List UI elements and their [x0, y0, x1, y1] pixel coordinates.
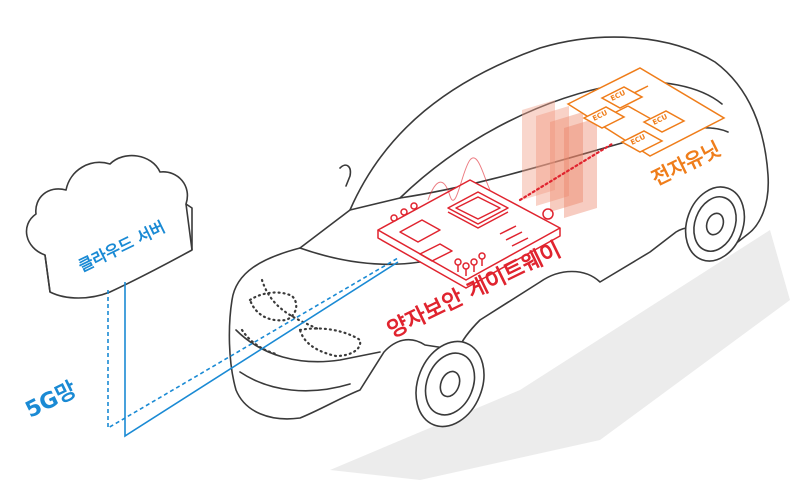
car-roofline	[349, 81, 723, 211]
ecu-board	[566, 67, 726, 157]
gateway-chip	[447, 191, 509, 229]
network-line-solid	[124, 261, 399, 438]
side-mirror	[339, 164, 352, 187]
quantum-gateway	[377, 157, 561, 289]
ecu-chip-4: ECU	[620, 130, 664, 153]
ecu-chip-3: ECU	[642, 110, 686, 133]
cloud-depth	[44, 203, 193, 293]
ecu-unit: ECU ECU ECU ECU	[566, 67, 726, 157]
gateway-waveform	[427, 157, 491, 201]
network-lines	[107, 257, 399, 438]
hood-line	[299, 247, 421, 266]
ecu-chip-2: ECU	[582, 106, 626, 129]
ecu-panels	[522, 100, 597, 218]
gateway-board-edge	[377, 228, 561, 289]
bumper-lower	[239, 371, 351, 392]
cloud-shape	[25, 154, 193, 299]
network-label: 5G망	[22, 377, 81, 423]
gateway-capacitors	[454, 252, 486, 276]
car-shadow	[330, 230, 790, 480]
ecu-chip-1: ECU	[600, 86, 644, 109]
network-line-dashed	[107, 257, 399, 430]
gateway-ecu-link	[518, 142, 614, 202]
rear-wheel	[684, 186, 746, 262]
front-wheel	[415, 340, 485, 428]
headlights-grille	[240, 278, 362, 358]
bumper-line	[235, 329, 381, 363]
cloud-server: 클라우드 서버	[25, 154, 193, 299]
